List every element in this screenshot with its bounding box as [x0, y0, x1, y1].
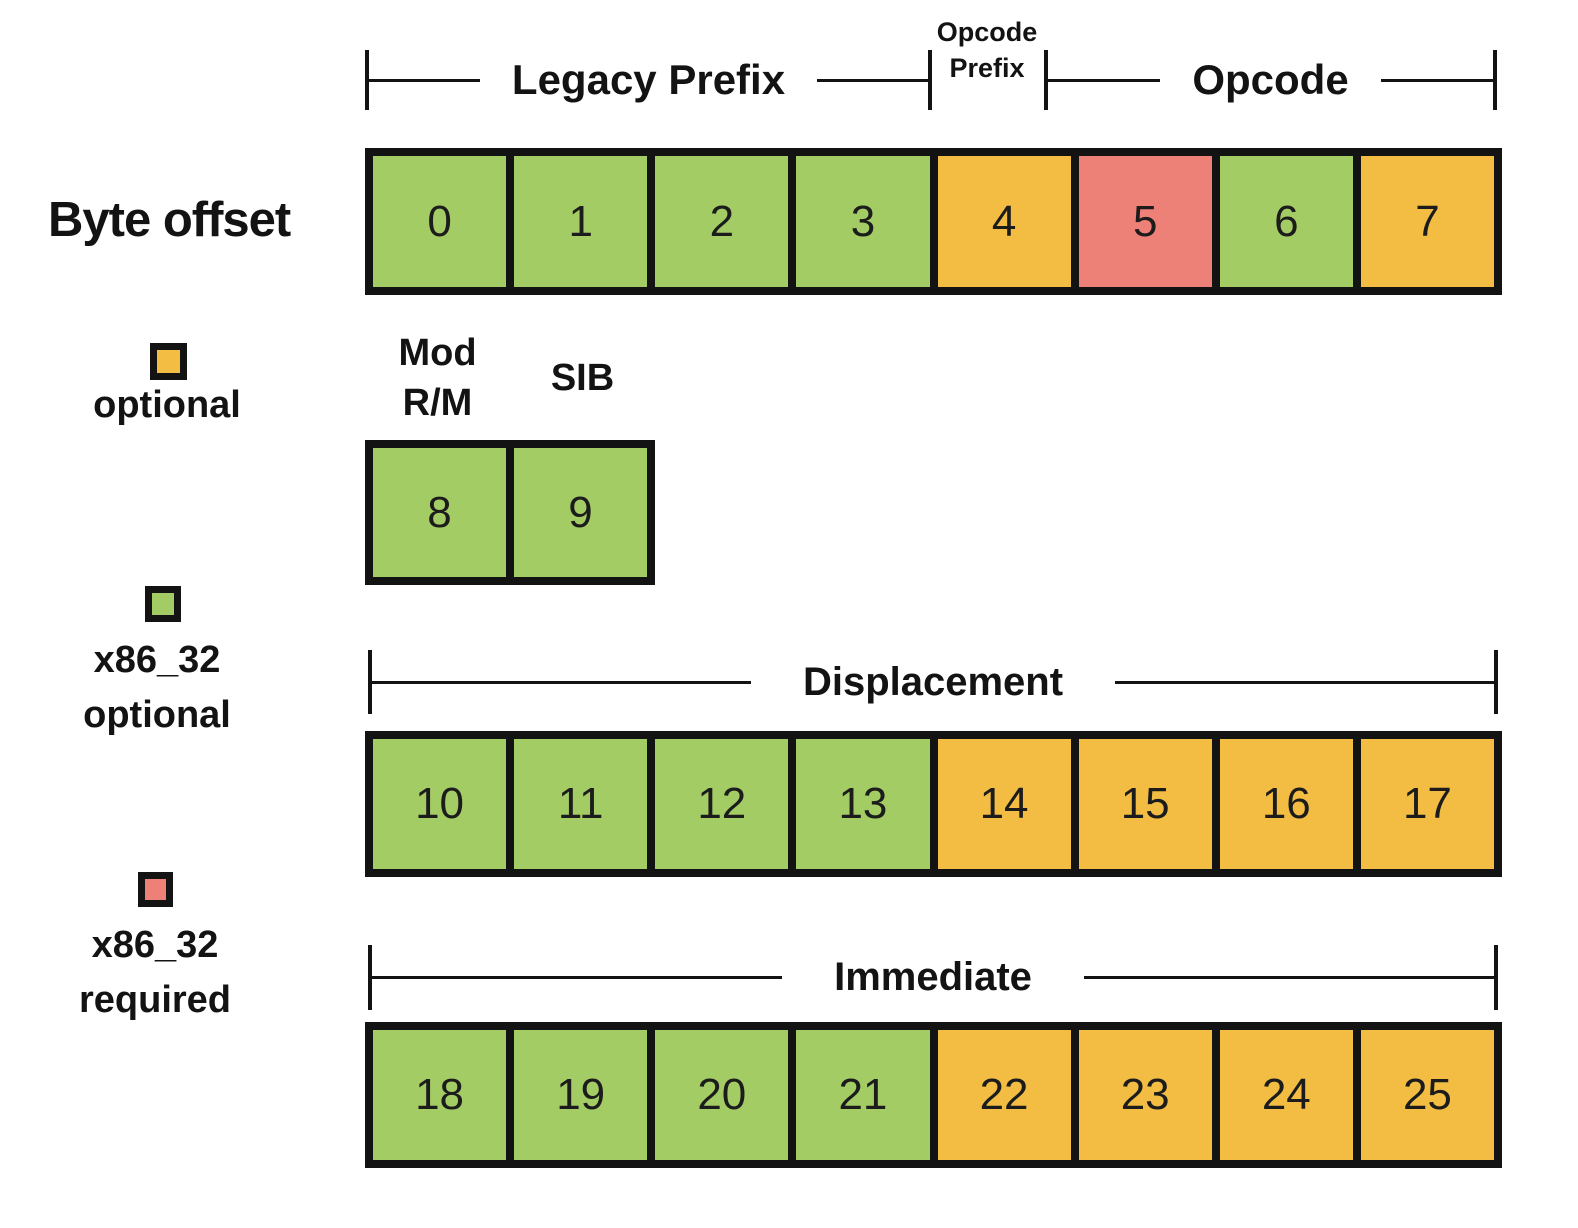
byte-cell-22: 22 [937, 1030, 1071, 1160]
legend-label-line: optional [83, 694, 231, 736]
byte-cell-2: 2 [655, 156, 789, 287]
field-headers: Mod R/M SIB [365, 323, 655, 433]
opcode-bracket: Opcode [1044, 50, 1498, 110]
bracket-tick [368, 650, 372, 714]
byte-cell-6: 6 [1219, 156, 1353, 287]
legend-label-line: x86_32 [93, 639, 221, 681]
legend-swatch-x86-32-required [138, 872, 173, 907]
legend-label-x86-32-optional: x86_32 optional [57, 633, 257, 743]
bracket-line [369, 78, 480, 82]
byte-cell-16: 16 [1219, 739, 1353, 869]
byte-cell-5: 5 [1078, 156, 1212, 287]
bracket-line [1083, 976, 1495, 979]
legend-label-optional: optional [72, 378, 262, 433]
opcode-prefix-label: Opcode Prefix [936, 17, 1038, 84]
byte-cell-12: 12 [655, 739, 789, 869]
immediate-label: Immediate [834, 955, 1032, 999]
byte-cell-1: 1 [514, 156, 648, 287]
byte-cell-25: 25 [1360, 1030, 1494, 1160]
byte-cell-19: 19 [514, 1030, 648, 1160]
bracket-tick [368, 945, 372, 1010]
bracket-tick [1494, 945, 1499, 1010]
byte-cell-9: 9 [514, 448, 647, 577]
byte-cell-0: 0 [373, 156, 507, 287]
byte-cell-18: 18 [373, 1030, 507, 1160]
legend-swatch-x86-32-optional [145, 586, 181, 622]
legend-label-line: x86_32 [91, 924, 219, 966]
immediate-bracket: Immediate [368, 945, 1499, 1010]
byte-cell-7: 7 [1360, 156, 1494, 287]
legend-label-x86-32-required: x86_32 required [55, 918, 255, 1028]
bracket-line [372, 976, 783, 979]
bracket-line [817, 78, 928, 82]
byte-cell-3: 3 [796, 156, 930, 287]
byte-cell-13: 13 [796, 739, 930, 869]
modrm-header: Mod R/M [365, 323, 510, 433]
displacement-label: Displacement [802, 659, 1064, 704]
legend-label-line: required [78, 979, 232, 1021]
bracket-tick [928, 50, 932, 110]
legend-swatch-optional [150, 343, 187, 380]
byte-cell-23: 23 [1078, 1030, 1212, 1160]
opcode-label: Opcode [1192, 56, 1349, 103]
legend-label-line: optional [93, 384, 241, 426]
bracket-line [1380, 78, 1494, 82]
bracket-line [1115, 680, 1495, 684]
bracket-tick [1044, 50, 1048, 110]
modrm-header-line2: R/M [402, 382, 473, 424]
byte-offset-label: Byte offset [48, 193, 291, 247]
bracket-tick [1493, 50, 1498, 110]
legacy-prefix-label: Legacy Prefix [511, 56, 786, 103]
byte-cell-15: 15 [1078, 739, 1212, 869]
bracket-tick [365, 50, 369, 110]
legacy-prefix-bracket: Legacy Prefix [365, 50, 932, 110]
byte-cell-14: 14 [937, 739, 1071, 869]
bracket-tick [1494, 650, 1499, 714]
sib-header: SIB [550, 356, 615, 399]
bracket-line [1048, 78, 1161, 82]
byte-cell-17: 17 [1360, 739, 1494, 869]
byte-cell-24: 24 [1219, 1030, 1353, 1160]
byte-cell-11: 11 [514, 739, 648, 869]
byte-cell-21: 21 [796, 1030, 930, 1160]
byte-cell-10: 10 [373, 739, 507, 869]
byte-cell-20: 20 [655, 1030, 789, 1160]
byte-cell-8: 8 [373, 448, 506, 577]
displacement-bracket: Displacement [368, 650, 1499, 714]
bracket-line [372, 680, 751, 684]
byte-cell-4: 4 [937, 156, 1071, 287]
modrm-header-line1: Mod [398, 332, 477, 374]
